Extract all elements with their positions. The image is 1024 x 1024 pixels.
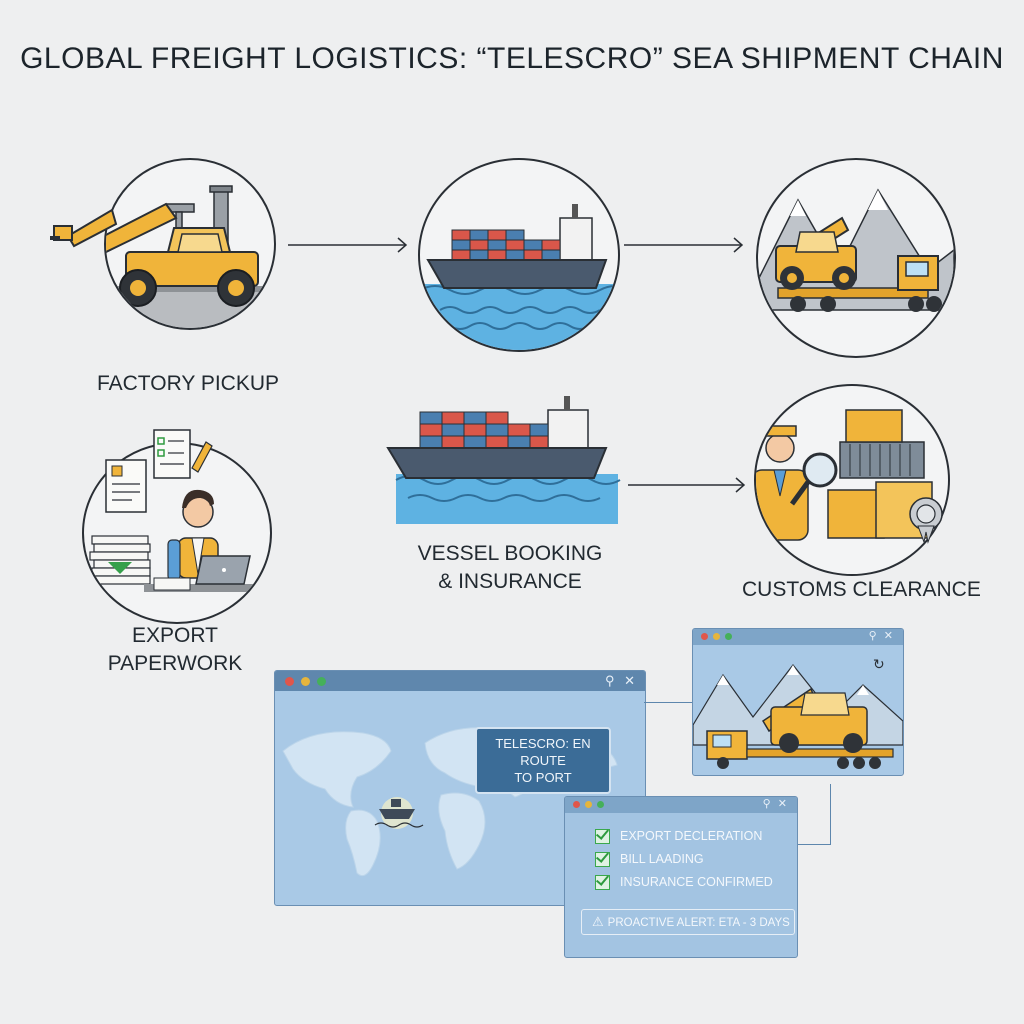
- minimize-dot[interactable]: [713, 633, 720, 640]
- factory-pickup-label: FACTORY PICKUP: [96, 372, 280, 395]
- export-paperwork-circle: [82, 442, 272, 624]
- flow-arrow-3: [628, 477, 746, 493]
- connector-line-1: [644, 702, 692, 703]
- callout-line1: TELESCRO: EN ROUTE: [495, 736, 591, 768]
- approval-seal-icon: [909, 497, 943, 544]
- alert-text: PROACTIVE ALERT: ETA - 3 DAYS: [607, 917, 790, 929]
- close-dot[interactable]: [285, 677, 294, 686]
- checklist-item-label: BILL LAADING: [620, 852, 704, 866]
- customs-clearance-label: CUSTOMS CLEARANCE: [742, 578, 981, 601]
- customs-officer-illustration: [756, 409, 933, 541]
- check-icon[interactable]: [595, 829, 610, 845]
- callout-line2: TO PORT: [514, 770, 572, 785]
- refresh-icon: ↻: [873, 657, 885, 673]
- check-icon[interactable]: [595, 852, 610, 868]
- maximize-dot[interactable]: [317, 677, 326, 686]
- close-dot[interactable]: [701, 633, 708, 640]
- checklist-window-titlebar[interactable]: ⚲ ✕: [565, 797, 797, 813]
- export-paperwork-label: EXPORT PAPERWORK: [80, 622, 270, 678]
- cargo-ship-illustration: [420, 204, 618, 350]
- factory-pickup-circle: [104, 158, 276, 330]
- minimize-dot[interactable]: [301, 677, 310, 686]
- ship-marker-icon: [374, 799, 424, 828]
- final-delivery-circle: [756, 158, 956, 358]
- checklist-item[interactable]: BILL LAADING: [595, 852, 704, 868]
- vessel-booking-label-line2: & INSURANCE: [438, 570, 582, 593]
- maximize-dot[interactable]: [725, 633, 732, 640]
- delivery-view-window[interactable]: ⚲ ✕ ↻: [692, 628, 904, 776]
- export-paperwork-label-line2: PAPERWORK: [107, 652, 243, 675]
- checklist-item[interactable]: EXPORT DECLERATION: [595, 829, 763, 845]
- checklist-item-label: INSURANCE CONFIRMED: [620, 875, 773, 889]
- close-icon[interactable]: ✕: [624, 673, 635, 688]
- vessel-booking-illustration: [386, 396, 621, 524]
- document-checklist-window[interactable]: ⚲ ✕ EXPORT DECLERATION BILL LAADING INSU…: [564, 796, 798, 958]
- minimize-dot[interactable]: [585, 801, 592, 808]
- customs-clearance-circle: [754, 384, 950, 576]
- close-icon[interactable]: ✕: [777, 798, 787, 810]
- ocean-transit-circle: [418, 158, 620, 352]
- close-dot[interactable]: [573, 801, 580, 808]
- map-window-titlebar[interactable]: ⚲ ✕: [275, 671, 645, 691]
- eta-alert: ⚠PROACTIVE ALERT: ETA - 3 DAYS: [581, 909, 795, 935]
- search-icon[interactable]: ⚲: [868, 630, 877, 642]
- checklist-item-label: EXPORT DECLERATION: [620, 829, 763, 843]
- search-icon[interactable]: ⚲: [604, 673, 615, 688]
- connector-line-2: [796, 784, 831, 845]
- page-title: GLOBAL FREIGHT LOGISTICS: “TELESCRO” SEA…: [20, 42, 1004, 75]
- flow-arrow-2: [624, 237, 744, 253]
- telehandler-fork-icon: [50, 208, 118, 248]
- flatbed-truck-illustration: [758, 188, 954, 312]
- checklist-item[interactable]: INSURANCE CONFIRMED: [595, 875, 773, 891]
- vessel-booking-label: VESSEL BOOKING & INSURANCE: [400, 540, 620, 596]
- vessel-booking-label-line1: VESSEL BOOKING: [417, 542, 603, 565]
- telehandler-illustration: [106, 185, 274, 328]
- close-icon[interactable]: ✕: [883, 630, 893, 642]
- search-icon[interactable]: ⚲: [762, 798, 771, 810]
- truck-delivery-illustration: ↻: [693, 657, 903, 769]
- export-paperwork-label-line1: EXPORT: [132, 624, 218, 647]
- flow-arrow-1: [288, 237, 408, 253]
- documents-icon: [105, 429, 213, 513]
- warning-icon: ⚠: [592, 914, 604, 929]
- delivery-window-titlebar[interactable]: ⚲ ✕: [693, 629, 903, 645]
- status-callout: TELESCRO: EN ROUTE TO PORT: [475, 727, 611, 794]
- maximize-dot[interactable]: [597, 801, 604, 808]
- check-icon[interactable]: [595, 875, 610, 891]
